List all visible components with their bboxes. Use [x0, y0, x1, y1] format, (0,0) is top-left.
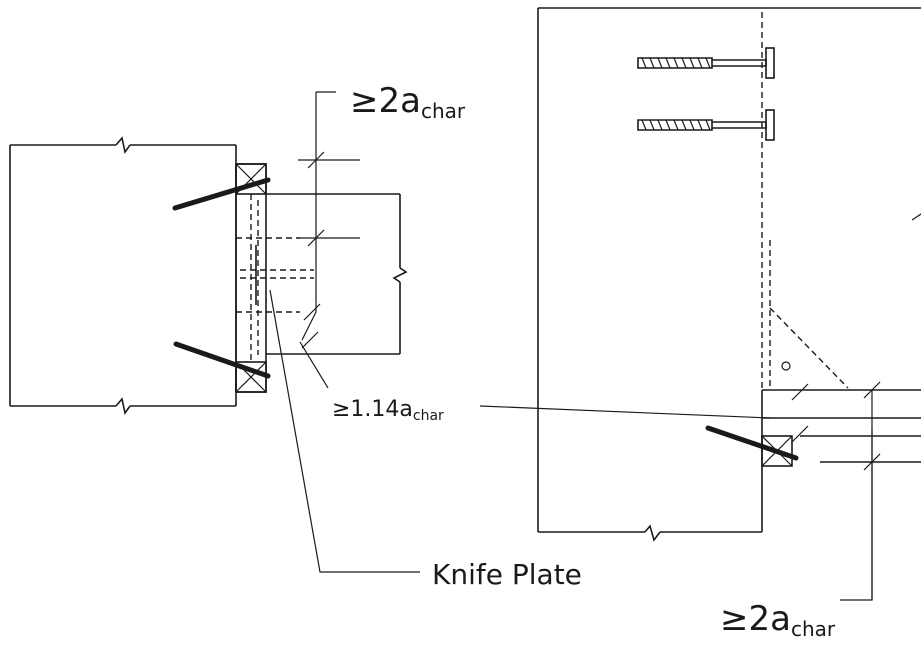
left-dimension-lines	[298, 91, 360, 349]
left-knife-plate	[240, 245, 314, 305]
leader-lines	[269, 289, 873, 601]
bottom-right-spacing-label: ≥2achar	[720, 599, 836, 641]
right-knife-plate	[762, 240, 849, 391]
right-lag-screws	[637, 47, 775, 141]
left-beam-section	[9, 136, 237, 415]
top-left-spacing-label: ≥2achar	[350, 81, 466, 123]
left-connected-member	[266, 193, 408, 355]
right-edge-arrow	[911, 213, 921, 221]
right-column-section	[537, 7, 921, 542]
right-bearing-block	[705, 425, 799, 467]
mid-spacing-label: ≥1.14achar	[332, 397, 444, 424]
right-connected-member	[762, 381, 921, 600]
knife-plate-label: Knife Plate	[432, 558, 582, 591]
left-fasteners	[172, 177, 271, 379]
